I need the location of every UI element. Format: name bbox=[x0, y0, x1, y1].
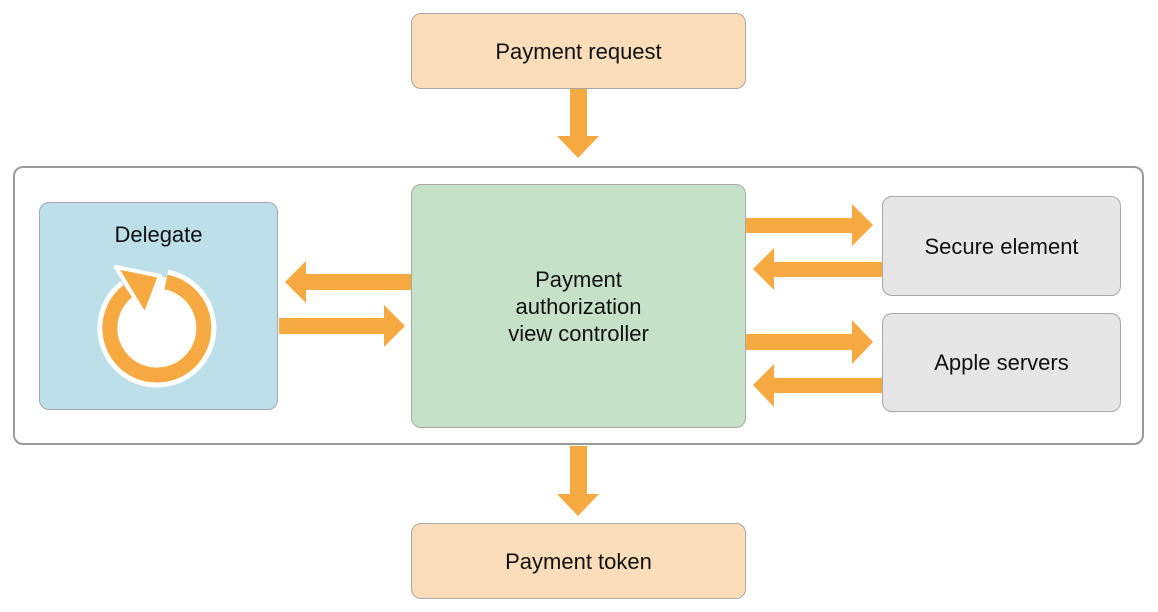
arrow-controller-to-token bbox=[557, 446, 599, 516]
arrow-secure-element-to-controller bbox=[753, 248, 882, 290]
apple-servers-label: Apple servers bbox=[934, 350, 1069, 375]
circular-arrow-head bbox=[114, 265, 162, 317]
arrow-request-to-controller bbox=[557, 89, 599, 158]
arrow-controller-to-apple-servers bbox=[746, 320, 873, 364]
arrow-apple-servers-to-controller bbox=[753, 364, 882, 407]
secure-element-node: Secure element bbox=[882, 196, 1121, 296]
apple-servers-node: Apple servers bbox=[882, 313, 1121, 412]
controller-label-line-3: view controller bbox=[508, 321, 649, 346]
arrow-controller-to-secure-element bbox=[746, 204, 873, 246]
controller-label-line-2: authorization bbox=[515, 294, 642, 319]
controller-label-line-1: Payment bbox=[535, 267, 622, 292]
arrow-controller-to-delegate bbox=[285, 261, 411, 303]
payment-token-node: Payment token bbox=[411, 523, 746, 599]
payment-authorization-view-controller-node: Payment authorization view controller bbox=[411, 184, 746, 428]
secure-element-label: Secure element bbox=[924, 233, 1079, 259]
payment-token-label: Payment token bbox=[505, 548, 652, 574]
delegate-label: Delegate bbox=[114, 222, 203, 247]
circular-arrow-icon bbox=[97, 265, 217, 388]
arrow-delegate-to-controller bbox=[279, 305, 405, 347]
payment-request-label: Payment request bbox=[495, 38, 662, 64]
payment-request-node: Payment request bbox=[411, 13, 746, 89]
controller-label: Payment authorization view controller bbox=[508, 266, 649, 347]
